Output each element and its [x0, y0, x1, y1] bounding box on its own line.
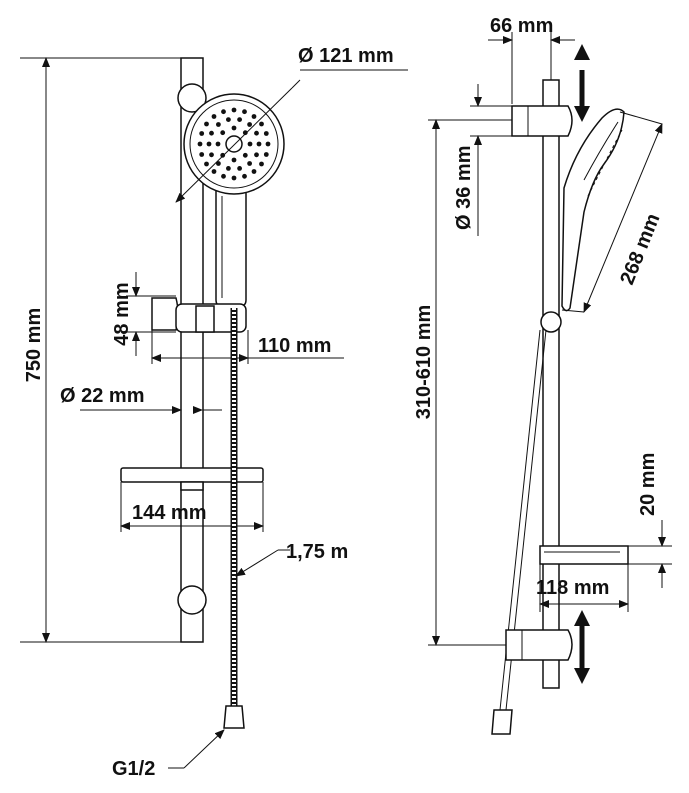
dish-height-label: 20 mm	[637, 453, 659, 516]
nozzle	[199, 152, 205, 157]
nozzle	[242, 130, 248, 136]
nozzle	[197, 141, 203, 147]
nozzle	[221, 173, 226, 179]
nozzle	[263, 131, 269, 136]
nozzle	[209, 130, 214, 136]
dimension-head-diameter: Ø 121 mm	[175, 45, 408, 203]
dimension-48: 48 mm	[111, 272, 176, 356]
holder-height-label: 48 mm	[111, 282, 133, 345]
top-wall-bracket	[177, 83, 207, 113]
nozzle-pattern	[197, 107, 271, 181]
nozzle	[226, 117, 231, 122]
wall-bar	[180, 57, 204, 643]
nozzle	[215, 141, 221, 147]
side-top-holder	[511, 105, 573, 137]
dimension-hose-length: 1,75 m	[235, 541, 348, 577]
dimension-36: Ø 36 mm	[453, 84, 512, 236]
nozzle	[204, 161, 209, 167]
dimension-118: 118 mm	[536, 564, 629, 612]
nozzle	[237, 166, 243, 171]
nozzle	[206, 141, 212, 147]
nozzle	[242, 109, 247, 115]
nozzle	[221, 109, 226, 115]
dimension-slide-range: 310-610 mm	[413, 119, 512, 646]
nozzle	[254, 152, 259, 158]
front-view: 750 mm Ø 121 mm	[20, 45, 408, 780]
nozzle	[231, 157, 237, 163]
nozzle	[231, 175, 237, 181]
dimension-bar-diameter: Ø 22 mm	[60, 385, 222, 414]
nozzle	[247, 161, 253, 166]
holder-projection-label: 66 mm	[490, 15, 553, 37]
side-view: 66 mm Ø 36 mm 310-610 mm 268 mm	[413, 15, 672, 735]
connection-label: G1/2	[112, 758, 155, 780]
nozzle	[263, 152, 269, 157]
holder-diameter-label: Ø 36 mm	[453, 146, 475, 230]
nozzle	[256, 141, 262, 147]
side-hose	[491, 329, 547, 735]
nozzle	[247, 122, 253, 127]
nozzle	[216, 122, 221, 127]
nozzle	[220, 152, 226, 158]
dimension-750: 750 mm	[20, 57, 200, 643]
dish-depth-label: 118 mm	[536, 577, 609, 599]
shower-hose	[223, 308, 245, 729]
nozzle	[259, 161, 264, 167]
side-bar-knob	[540, 311, 562, 333]
nozzle	[211, 169, 217, 174]
hand-shower-holder	[151, 297, 247, 333]
nozzle	[247, 141, 253, 147]
holder-depth-label: 110 mm	[258, 335, 331, 357]
nozzle	[242, 173, 247, 179]
soap-dish-width-label: 144 mm	[132, 502, 207, 524]
dimension-connection: G1/2	[112, 729, 225, 780]
dimension-144: 144 mm	[120, 482, 264, 532]
height-label: 750 mm	[23, 308, 45, 383]
nozzle	[226, 166, 231, 171]
slide-range-label: 310-610 mm	[413, 305, 435, 420]
bottom-wall-bracket	[177, 585, 207, 615]
nozzle	[237, 117, 243, 122]
nozzle	[259, 121, 264, 127]
side-bottom-holder	[505, 629, 573, 661]
bar-diameter-label: Ø 22 mm	[60, 385, 144, 407]
side-soap-dish	[539, 545, 629, 565]
nozzle	[211, 114, 217, 119]
nozzle	[251, 169, 257, 174]
nozzle	[204, 121, 209, 127]
nozzle	[254, 130, 259, 136]
soap-dish	[120, 467, 264, 491]
dimension-66: 66 mm	[488, 15, 575, 104]
dimension-20: 20 mm	[628, 453, 672, 588]
nozzle	[209, 152, 214, 158]
nozzle	[199, 131, 205, 136]
top-slide-arrows	[574, 44, 590, 122]
side-handset	[561, 108, 625, 312]
nozzle	[265, 141, 271, 147]
nozzle	[231, 125, 237, 131]
head-diameter-label: Ø 121 mm	[298, 45, 394, 67]
nozzle	[231, 107, 237, 113]
bottom-slide-arrows	[574, 610, 590, 684]
nozzle	[242, 152, 248, 158]
nozzle	[251, 114, 257, 119]
hose-length-label: 1,75 m	[286, 541, 348, 563]
nozzle	[216, 161, 221, 166]
handset-length-label: 268 mm	[616, 211, 664, 288]
nozzle	[220, 130, 226, 136]
